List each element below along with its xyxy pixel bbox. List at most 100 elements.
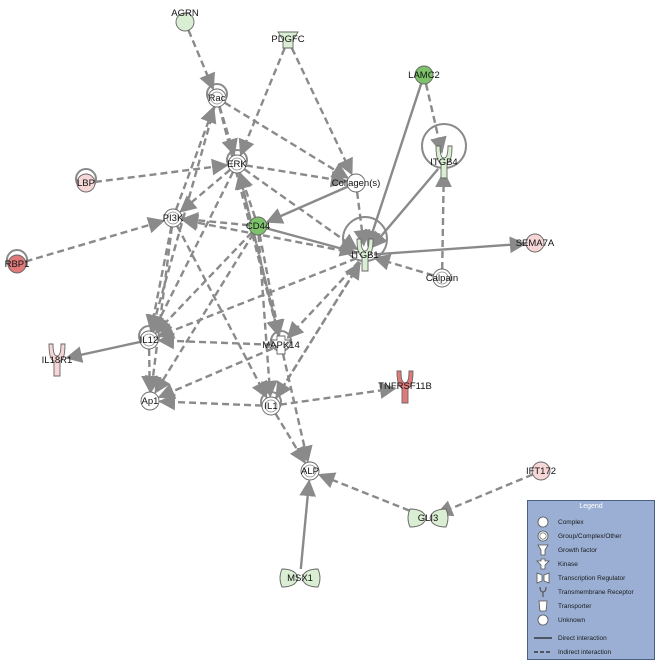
node-cd44[interactable]: CD44: [246, 216, 270, 236]
legend-label: Kinase: [558, 560, 578, 568]
node-sema7a[interactable]: SEMA7A: [516, 233, 555, 253]
transmembrane-receptor-icon: [534, 585, 552, 599]
node-calpain[interactable]: Calpain: [426, 268, 458, 288]
complex-icon: [534, 515, 552, 529]
node-label: IL12: [140, 335, 159, 346]
node-label: AGRN: [171, 8, 199, 19]
growth-factor-icon: [534, 543, 552, 557]
transcription-regulator-icon: [534, 571, 552, 585]
edge-pi3k-il12: [145, 226, 173, 332]
edge-lamc2-itgb1: [364, 83, 423, 248]
legend-item-indirect: Indirect interaction: [534, 645, 611, 659]
edge-mapk14-il12: [157, 332, 273, 350]
edge-pdgfc-erk: [238, 47, 286, 157]
node-label: ITGB4: [430, 157, 457, 168]
node-collagen[interactable]: Collagen(s): [332, 173, 381, 193]
edge-itgb1-il12: [156, 257, 358, 339]
edge-collagen-itgb1: [353, 191, 371, 247]
node-msx1[interactable]: MSX1: [279, 568, 321, 588]
node-label: IL1: [264, 401, 277, 412]
edge-lamc2-itgb4: [424, 83, 447, 154]
legend-label: Transmembrane Receptor: [558, 588, 634, 596]
node-label: Collagen(s): [332, 178, 381, 189]
legend-label: Group/Complex/Other: [558, 532, 622, 540]
legend-item-transporter: Transporter: [534, 599, 591, 613]
indirect-line-icon: [534, 645, 552, 659]
edge-il1-ap1: [158, 393, 263, 411]
node-label: LBP: [77, 178, 95, 189]
edge-erk-il12: [152, 171, 235, 333]
edge-erk-collagen: [245, 164, 348, 188]
legend-label: Transcription Regulator: [558, 574, 626, 582]
node-pdgfc[interactable]: PDGFC: [271, 31, 305, 49]
node-ap1[interactable]: Ap1: [140, 391, 160, 411]
unknown-icon: [534, 613, 552, 627]
node-label: LAMC2: [408, 70, 440, 81]
edge-rac-erk: [218, 106, 238, 157]
legend-label: Indirect interaction: [558, 648, 612, 656]
edge-rac-il12: [147, 106, 216, 333]
node-label: GLI3: [418, 513, 439, 524]
kinase-icon: [534, 557, 552, 571]
node-lbp[interactable]: LBP: [75, 168, 97, 193]
node-label: PI3K: [163, 213, 184, 224]
edge-gli3-alp: [317, 472, 421, 516]
direct-line-icon: [534, 631, 552, 645]
edge-cd44-mapk14: [258, 234, 285, 337]
node-il12[interactable]: IL12: [138, 325, 160, 350]
node-label: PDGFC: [271, 34, 304, 45]
node-rac[interactable]: Rac: [206, 83, 228, 108]
edge-calpain-itgb4: [435, 170, 452, 270]
node-label: Ap1: [142, 396, 159, 407]
node-itgb4[interactable]: ITGB4: [421, 123, 467, 179]
edge-mapk14-alp: [281, 353, 313, 463]
legend-item-direct: Direct interaction: [534, 631, 607, 645]
legend-item-complex: Complex: [534, 515, 584, 529]
node-gli3[interactable]: GLI3: [407, 508, 449, 528]
node-label: IFT172: [526, 466, 556, 477]
edge-itgb1-pi3k: [181, 214, 357, 255]
legend-title: Legend: [579, 503, 603, 510]
node-label: Rac: [209, 93, 226, 104]
node-pi3k[interactable]: PI3K: [163, 208, 184, 228]
node-itgb1[interactable]: ITGB1: [342, 216, 388, 272]
transporter-icon: [534, 599, 552, 613]
group-icon: [534, 529, 552, 543]
edge-il1-alp: [274, 413, 306, 464]
node-il18r1[interactable]: IL18R1: [42, 343, 73, 377]
node-label: CD44: [246, 221, 270, 232]
legend-panel: Legend Complex Group/Complex/Other Growt…: [527, 500, 655, 660]
node-tnfrsf11b[interactable]: TNFRSF11B: [378, 370, 432, 404]
node-alp[interactable]: ALP: [300, 461, 320, 481]
node-ift172[interactable]: IFT172: [526, 461, 556, 481]
legend-item-transmembrane-receptor: Transmembrane Receptor: [534, 585, 634, 599]
edge-itgb1-sema7a: [373, 236, 527, 256]
node-erk[interactable]: ERK: [226, 149, 248, 174]
edge-collagen-cd44: [265, 185, 349, 224]
edges-layer: [25, 29, 534, 570]
edge-il1-itgb1: [274, 262, 361, 400]
node-agrn[interactable]: AGRN: [171, 8, 199, 32]
legend-label: Unknown: [558, 616, 586, 624]
edge-il1-tnfrsf11b: [279, 382, 397, 406]
node-label: ALP: [301, 466, 319, 477]
edge-erk-mapk14: [237, 172, 284, 337]
edge-pi3k-rac: [174, 105, 217, 211]
edge-ift172-gli3: [435, 473, 534, 517]
node-mapk14[interactable]: MAPK14: [262, 330, 300, 355]
edge-il12-il18r1: [65, 340, 141, 363]
edge-pi3k-il1: [176, 225, 268, 399]
node-lamc2[interactable]: LAMC2: [408, 65, 440, 85]
node-label: ERK: [227, 159, 247, 170]
legend-label: Transporter: [558, 602, 592, 610]
node-rbp1[interactable]: RBP1: [5, 249, 30, 274]
edge-pi3k-ap1: [144, 226, 174, 393]
edge-erk-itgb1: [243, 168, 359, 251]
legend-label: Complex: [558, 518, 584, 526]
legend-item-group: Group/Complex/Other: [534, 529, 622, 543]
node-label: MSX1: [287, 573, 313, 584]
node-il1[interactable]: IL1: [260, 391, 282, 416]
node-label: SEMA7A: [516, 238, 555, 249]
legend-item-growth-factor: Growth factor: [534, 543, 597, 557]
